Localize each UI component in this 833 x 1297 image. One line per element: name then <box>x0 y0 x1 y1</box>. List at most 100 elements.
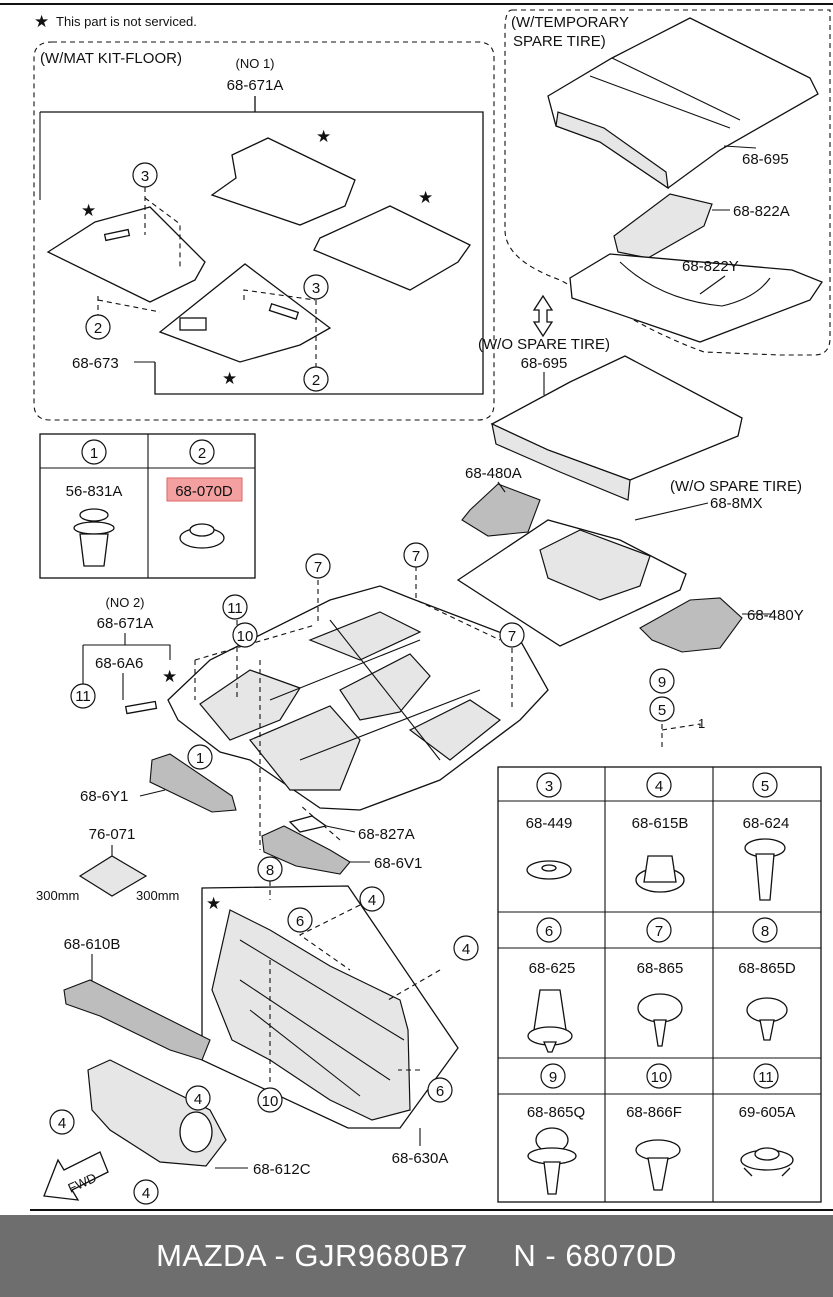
svg-text:4: 4 <box>462 941 470 958</box>
dim-300mm-1: 300mm <box>36 888 79 903</box>
callout-4: 4 <box>453 935 479 961</box>
svg-text:6: 6 <box>436 1083 444 1100</box>
part-68-480Y: 68-480Y <box>747 607 804 624</box>
svg-text:7: 7 <box>412 548 420 565</box>
svg-text:7: 7 <box>508 628 516 645</box>
swap-arrow-icon <box>532 294 554 338</box>
part-68-673: 68-673 <box>72 355 119 372</box>
wo-spare-label-1: (W/O SPARE TIRE) <box>478 336 610 353</box>
callout-9: 9 <box>649 668 675 694</box>
trunk-board-lower <box>490 355 743 481</box>
footer-bar: MAZDA - GJR9680B7 N - 68070D <box>0 1215 833 1297</box>
callout-1: 1 <box>81 439 107 465</box>
temp-spare-label-2: SPARE TIRE) <box>513 33 606 50</box>
svg-text:6: 6 <box>296 913 304 930</box>
trim-68-6V1 <box>261 825 351 875</box>
svg-text:11: 11 <box>758 1069 774 1086</box>
svg-text:9: 9 <box>549 1069 557 1086</box>
mat-kit-bracket <box>40 96 484 395</box>
part-68-6V1: 68-6V1 <box>374 855 422 872</box>
part-68-866F: 68-866F <box>626 1104 682 1121</box>
no2-label: (NO 2) <box>106 595 145 610</box>
clip-68-865Q-icon <box>527 1127 577 1195</box>
callout-11: 11 <box>222 594 248 620</box>
temp-spare-label-1: (W/TEMPORARY <box>511 14 629 31</box>
clip-68-865-icon <box>637 993 683 1047</box>
part-68-671A-2: 68-671A <box>97 615 154 632</box>
part-68-070D: 68-070D <box>175 483 233 500</box>
part-68-612C: 68-612C <box>253 1161 311 1178</box>
callout-6: 6 <box>536 917 562 943</box>
svg-text:3: 3 <box>545 778 553 795</box>
svg-text:4: 4 <box>368 892 376 909</box>
front-mat-right <box>210 137 356 226</box>
highlight-68-070D <box>166 477 243 502</box>
svg-text:5: 5 <box>658 702 666 719</box>
part-68-822Y: 68-822Y <box>682 258 739 275</box>
part-56-831A: 56-831A <box>66 483 123 500</box>
mat-kit-group-label: (W/MAT KIT-FLOOR) <box>40 50 182 67</box>
clip-68-865D-icon <box>746 997 788 1041</box>
trim-68-612C <box>87 1059 227 1167</box>
part-68-865Q: 68-865Q <box>527 1104 585 1121</box>
nut-68-615B-icon <box>635 855 685 893</box>
svg-text:4: 4 <box>58 1115 66 1132</box>
star-icon: ★ <box>316 127 331 146</box>
callout-4: 4 <box>49 1109 75 1135</box>
legend-star-icon: ★ <box>34 12 49 31</box>
svg-text:2: 2 <box>94 320 102 337</box>
callout-3: 3 <box>536 772 562 798</box>
callout-2: 2 <box>303 366 329 392</box>
rear-mat-right <box>313 205 471 291</box>
dash-insulator <box>211 909 411 1121</box>
svg-text:2: 2 <box>312 372 320 389</box>
callout-10: 10 <box>257 1087 283 1113</box>
svg-text:6: 6 <box>545 923 553 940</box>
trim-68-480A <box>461 483 541 537</box>
clip-56-831A-icon <box>73 508 115 567</box>
legend-text: This part is not serviced. <box>56 14 197 29</box>
washer-68-070D-icon <box>179 523 225 549</box>
parts-diagram: ★ This part is not serviced. (W/MAT KIT-… <box>0 3 833 1211</box>
star-icon: ★ <box>206 894 221 913</box>
svg-text:3: 3 <box>312 280 320 297</box>
trim-68-480Y <box>639 597 743 653</box>
part-68-865: 68-865 <box>637 960 684 977</box>
callout-10: 10 <box>232 622 258 648</box>
fwd-arrow-icon <box>43 1151 109 1201</box>
callout-9: 9 <box>540 1063 566 1089</box>
clip-68-625-icon <box>527 989 573 1053</box>
rear-mat-center <box>158 263 332 363</box>
svg-text:10: 10 <box>651 1069 668 1086</box>
fastener-table-bottom <box>497 766 822 1203</box>
part-68-827A: 68-827A <box>358 826 415 843</box>
callout-11: 11 <box>753 1063 779 1089</box>
pad-76-071 <box>78 855 148 897</box>
svg-text:3: 3 <box>141 168 149 185</box>
washer-68-449-icon <box>526 860 572 880</box>
callout-8: 8 <box>257 856 283 882</box>
callout-2: 2 <box>85 314 111 340</box>
svg-text:2: 2 <box>198 445 206 462</box>
callout-2: 2 <box>189 439 215 465</box>
callout-4: 4 <box>359 886 385 912</box>
part-68-624: 68-624 <box>743 815 790 832</box>
callout-6: 6 <box>427 1077 453 1103</box>
trim-68-6Y1 <box>149 753 237 813</box>
callout-5: 5 <box>649 696 675 722</box>
callout-10: 10 <box>646 1063 672 1089</box>
svg-text:4: 4 <box>655 778 663 795</box>
callout-7: 7 <box>646 917 672 943</box>
svg-text:11: 11 <box>227 600 243 617</box>
star-icon: ★ <box>162 667 177 686</box>
part-76-071: 76-071 <box>89 826 136 843</box>
part-68-625: 68-625 <box>529 960 576 977</box>
part-68-8MX: 68-8MX <box>710 495 763 512</box>
svg-text:8: 8 <box>266 862 274 879</box>
svg-text:1: 1 <box>90 445 98 462</box>
svg-text:7: 7 <box>655 923 663 940</box>
callout-4: 4 <box>185 1085 211 1111</box>
trim-68-610B <box>63 979 211 1061</box>
callout-6: 6 <box>287 907 313 933</box>
callout-8: 8 <box>752 917 778 943</box>
